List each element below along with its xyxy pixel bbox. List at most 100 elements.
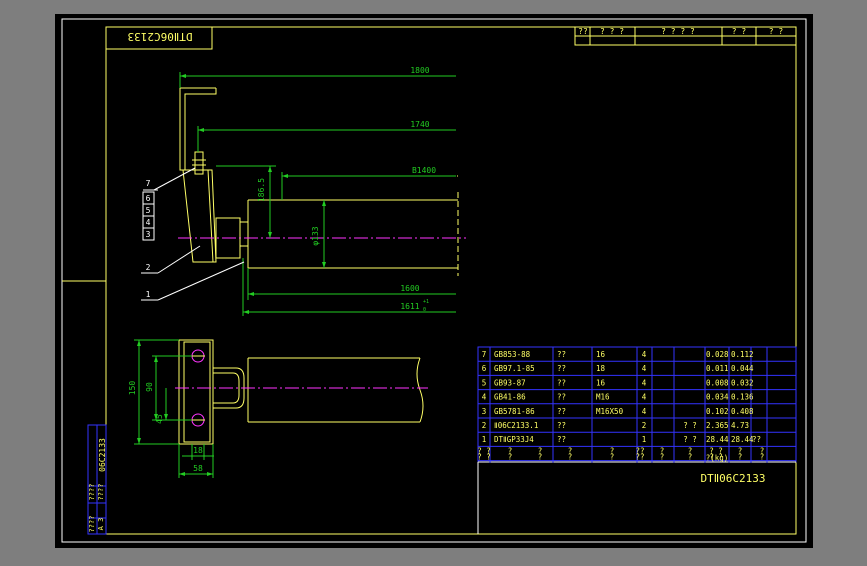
row-code: GB853-88 — [494, 350, 531, 359]
drawing-sheet — [55, 14, 813, 548]
row-spec: 16 — [596, 378, 606, 387]
row-spec: M16X50 — [596, 407, 624, 416]
row-qty: 4 — [642, 364, 647, 373]
row-spec: 16 — [596, 350, 606, 359]
code-box — [105, 26, 213, 50]
stamp-cell-1: ???? — [88, 484, 96, 501]
row-name: ?? — [557, 435, 566, 444]
row-unit-weight: 0.011 — [706, 364, 729, 373]
row-unit-weight: 0.102 — [706, 407, 729, 416]
row-name: ?? — [557, 350, 566, 359]
header-label: ?? — [635, 446, 644, 455]
header-label: ? — [538, 446, 543, 455]
dim-1800: 1800 — [410, 66, 429, 75]
header-label: ? — [738, 446, 743, 455]
row-unit-weight: 28.44 — [706, 435, 729, 444]
row-number: 6 — [482, 364, 487, 373]
header-label-2: ? — [568, 452, 573, 461]
header-weight-unit: ?(kg) — [706, 453, 729, 462]
dim-b1400: B1400 — [412, 166, 436, 175]
side-stamp: 06C2133 ???? ???? ???? A 3 — [87, 424, 107, 535]
row-qty: 4 — [642, 407, 647, 416]
balloon-3: 3 — [146, 230, 151, 239]
row-total-weight: 0.408 — [731, 407, 754, 416]
header-cell-1: ?? — [578, 27, 588, 36]
row-name: ?? — [557, 393, 566, 402]
header-label-2: ? — [760, 452, 765, 461]
balloon-5: 5 — [146, 206, 151, 215]
balloon-2: 2 — [146, 263, 151, 272]
row-number: 3 — [482, 407, 487, 416]
header-label: ? ? — [709, 446, 723, 455]
leader-1 — [157, 261, 245, 301]
header-label-2: ? — [538, 452, 543, 461]
stamp-cell-2: ???? — [97, 484, 105, 501]
row-qty: 4 — [642, 378, 647, 387]
header-label-2: ? ? — [477, 452, 491, 461]
row-unit-weight: 0.028 — [706, 350, 729, 359]
row-total-weight: 0.112 — [731, 350, 754, 359]
dim-phi133: φ133 — [311, 226, 320, 245]
dim-150: 150 — [128, 381, 137, 396]
row-code: GB93-87 — [494, 378, 526, 387]
header-label-2: ?? — [635, 452, 644, 461]
row-total-weight: 4.73 — [731, 421, 749, 430]
row-spec: M16 — [596, 393, 610, 402]
header-cell-2: ? ? ? — [600, 27, 624, 36]
row-code: GB97.1-85 — [494, 364, 535, 373]
balloon-stack: 7 6 5 4 3 — [142, 167, 196, 241]
row-qty: 4 — [642, 350, 647, 359]
stamp-cell-4: A 3 — [97, 518, 105, 531]
row-number: 2 — [482, 421, 487, 430]
header-label-2: ? — [508, 452, 513, 461]
plate-side — [178, 339, 214, 445]
dim-58: 58 — [193, 464, 203, 473]
rotated-drawing-code: DTⅡ06C2133 — [127, 30, 192, 43]
leader-2 — [157, 245, 201, 274]
header-cell-4: ? ? — [732, 27, 747, 36]
stamp-cell-3: ???? — [88, 516, 96, 533]
balloon-4: 4 — [146, 218, 151, 227]
row-number: 7 — [482, 350, 487, 359]
balloon-1: 1 — [146, 290, 151, 299]
tube-side-break — [416, 357, 424, 423]
header-label: ? — [508, 446, 513, 455]
side-view: 150 90 45 18 58 — [128, 339, 428, 478]
header-cell-3: ? ? ? ? — [661, 27, 695, 36]
row-material: ? ? — [683, 421, 697, 430]
stamp-code: 06C2133 — [98, 438, 107, 472]
header-label: ? — [688, 446, 693, 455]
header-label: ? — [610, 446, 615, 455]
row-name: ?? — [557, 421, 566, 430]
row-unit-weight: 0.034 — [706, 393, 729, 402]
balloon-6: 6 — [146, 194, 151, 203]
row-note: ?? — [752, 435, 761, 444]
dim-1600: 1600 — [400, 284, 419, 293]
row-total-weight: 0.136 — [731, 393, 754, 402]
row-total-weight: 28.44 — [731, 435, 754, 444]
header-label: ? — [660, 446, 665, 455]
dim-18: 18 — [193, 446, 203, 455]
header-table: ?? ? ? ? ? ? ? ? ? ? ? ? — [574, 26, 797, 46]
row-unit-weight: 0.008 — [706, 378, 729, 387]
dim-45: 45 — [155, 414, 164, 424]
header-label-2: ? ? — [709, 452, 723, 461]
header-label: ? ? — [477, 446, 491, 455]
row-code: GB41-86 — [494, 393, 526, 402]
row-number: 5 — [482, 378, 487, 387]
dim-1740: 1740 — [410, 120, 429, 129]
dim-1611: 1611 — [400, 302, 419, 311]
dim-90: 90 — [145, 382, 154, 392]
row-name: ?? — [557, 364, 566, 373]
row-spec: 18 — [596, 364, 606, 373]
header-label-2: ? — [688, 452, 693, 461]
row-qty: 1 — [642, 435, 647, 444]
row-code: Ⅱ06C2133.1 — [494, 421, 538, 430]
row-qty: 2 — [642, 421, 647, 430]
header-label: ? — [568, 446, 573, 455]
row-code: GB5781-86 — [494, 407, 535, 416]
row-name: ?? — [557, 407, 566, 416]
